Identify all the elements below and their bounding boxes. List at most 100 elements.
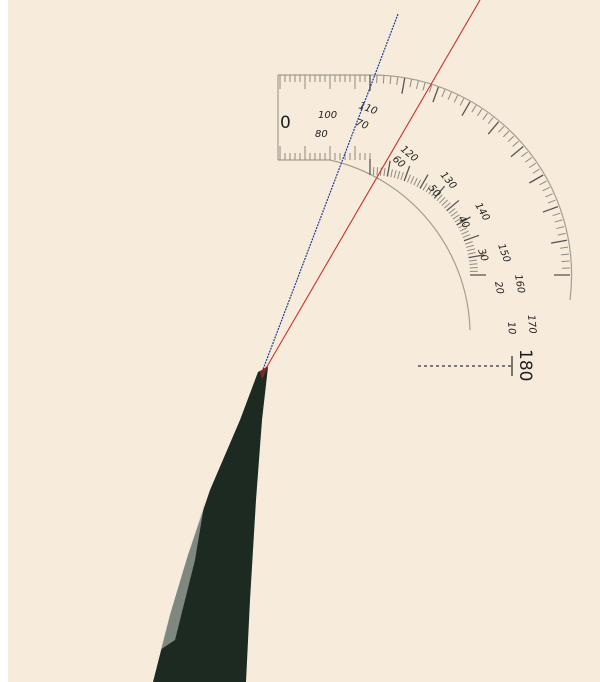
- inner-arc-tick: [466, 248, 475, 252]
- inner-scale-label: 30: [475, 247, 490, 263]
- arc-tick: [428, 84, 433, 93]
- inner-arc-tick: [422, 183, 428, 191]
- arc-tick: [532, 168, 540, 174]
- inner-arc-tick: [459, 227, 468, 232]
- arc-tick: [510, 145, 524, 158]
- arc-tick: [476, 108, 483, 117]
- inner-arc-tick: [419, 174, 429, 189]
- inner-arc-tick: [406, 174, 411, 183]
- protractor-tick-marks: [279, 75, 570, 276]
- arc-tick: [422, 82, 426, 91]
- arc-tick: [529, 174, 544, 184]
- inner-arc-tick: [463, 234, 480, 242]
- inner-arc-tick: [452, 214, 460, 220]
- inner-arc-tick: [413, 177, 418, 186]
- spike-left-haze: [160, 500, 205, 650]
- arc-tick: [432, 86, 440, 103]
- inner-arc-tick: [386, 160, 391, 177]
- arc-tick: [542, 186, 550, 192]
- arc-tick: [441, 89, 446, 98]
- arc-tick: [560, 246, 569, 249]
- inner-arc-tick: [436, 194, 443, 202]
- inner-arc-tick: [462, 234, 471, 239]
- inner-arc-tick: [468, 254, 485, 259]
- arc-tick: [503, 130, 510, 138]
- arc-tick: [382, 75, 385, 84]
- inner-arc-tick: [439, 196, 446, 204]
- inner-arc-tick: [448, 208, 456, 214]
- inner-arc-tick: [400, 172, 404, 181]
- protractor-outer-arc: [278, 74, 573, 301]
- arc-tick: [415, 80, 419, 89]
- arc-tick: [552, 212, 561, 217]
- inner-arc-tick: [383, 167, 386, 177]
- arc-tick: [560, 253, 569, 256]
- arc-tick: [482, 112, 488, 120]
- inner-arc-tick: [425, 185, 431, 193]
- spike-tip-highlight: [260, 366, 268, 380]
- end-label-180: 180: [515, 349, 535, 381]
- inner-arc-tick: [450, 211, 458, 217]
- inner-arc-tick: [469, 266, 478, 269]
- inner-arc-tick: [403, 165, 411, 182]
- inner-arc-tick: [461, 230, 469, 235]
- inner-arc-tick: [441, 199, 449, 206]
- arc-tick: [409, 79, 413, 88]
- inner-arc-tick: [464, 241, 473, 245]
- inner-arc-tick: [376, 167, 379, 176]
- zero-label: 0: [280, 113, 291, 133]
- arc-tick: [498, 126, 505, 133]
- arc-tick: [525, 157, 533, 163]
- arc-tick: [561, 260, 570, 263]
- inner-scale-label: 20: [492, 281, 505, 295]
- arc-tick: [461, 101, 471, 116]
- inner-arc-tick: [431, 189, 437, 197]
- arc-tick: [539, 180, 547, 186]
- arc-tick: [556, 226, 565, 230]
- arc-tick: [447, 92, 452, 100]
- arc-tick: [554, 219, 563, 223]
- inner-arc-tick: [397, 171, 401, 180]
- paper-background: [8, 0, 600, 682]
- inner-arc-tick: [443, 202, 451, 209]
- outer-scale-label: 170: [525, 314, 538, 334]
- arc-tick: [471, 105, 477, 113]
- outer-scale-label: 160: [512, 274, 526, 295]
- left-white-margin: [0, 0, 8, 682]
- inner-arc-tick: [456, 216, 471, 226]
- protractor-inner-arc: [278, 159, 471, 331]
- arc-tick: [528, 162, 537, 169]
- inner-arc-tick: [390, 169, 393, 178]
- blue-reference-line: [261, 13, 399, 373]
- inner-arc-tick: [467, 252, 476, 255]
- arc-tick: [557, 232, 566, 236]
- arc-tick: [542, 205, 559, 213]
- inner-arc-tick: [454, 217, 462, 223]
- inner-scale-label: 80: [315, 129, 328, 140]
- inner-arc-tick: [410, 176, 415, 184]
- inner-arc-tick: [469, 263, 478, 266]
- inner-arc-tick: [468, 259, 478, 262]
- arc-tick: [551, 239, 568, 244]
- inner-arc-tick: [458, 223, 466, 229]
- arc-tick: [487, 121, 500, 135]
- arc-tick: [396, 76, 399, 85]
- arc-tick: [507, 135, 515, 142]
- inner-arc-tick: [416, 179, 422, 187]
- arc-tick: [520, 151, 528, 158]
- inner-arc-tick: [446, 199, 460, 212]
- arc-tick: [547, 199, 556, 204]
- arc-tick: [545, 193, 553, 198]
- inner-arc-tick: [393, 170, 397, 179]
- arc-tick: [512, 140, 519, 147]
- arc-tick: [487, 117, 494, 125]
- arc-tick: [401, 77, 406, 94]
- arc-tick: [453, 95, 459, 103]
- inner-arc-tick: [428, 187, 434, 195]
- inner-scale-label: 10: [505, 321, 517, 335]
- red-measurement-line: [264, 0, 481, 371]
- inner-arc-tick: [465, 244, 474, 248]
- arc-tick: [389, 76, 392, 85]
- outer-scale-label: 100: [318, 110, 337, 121]
